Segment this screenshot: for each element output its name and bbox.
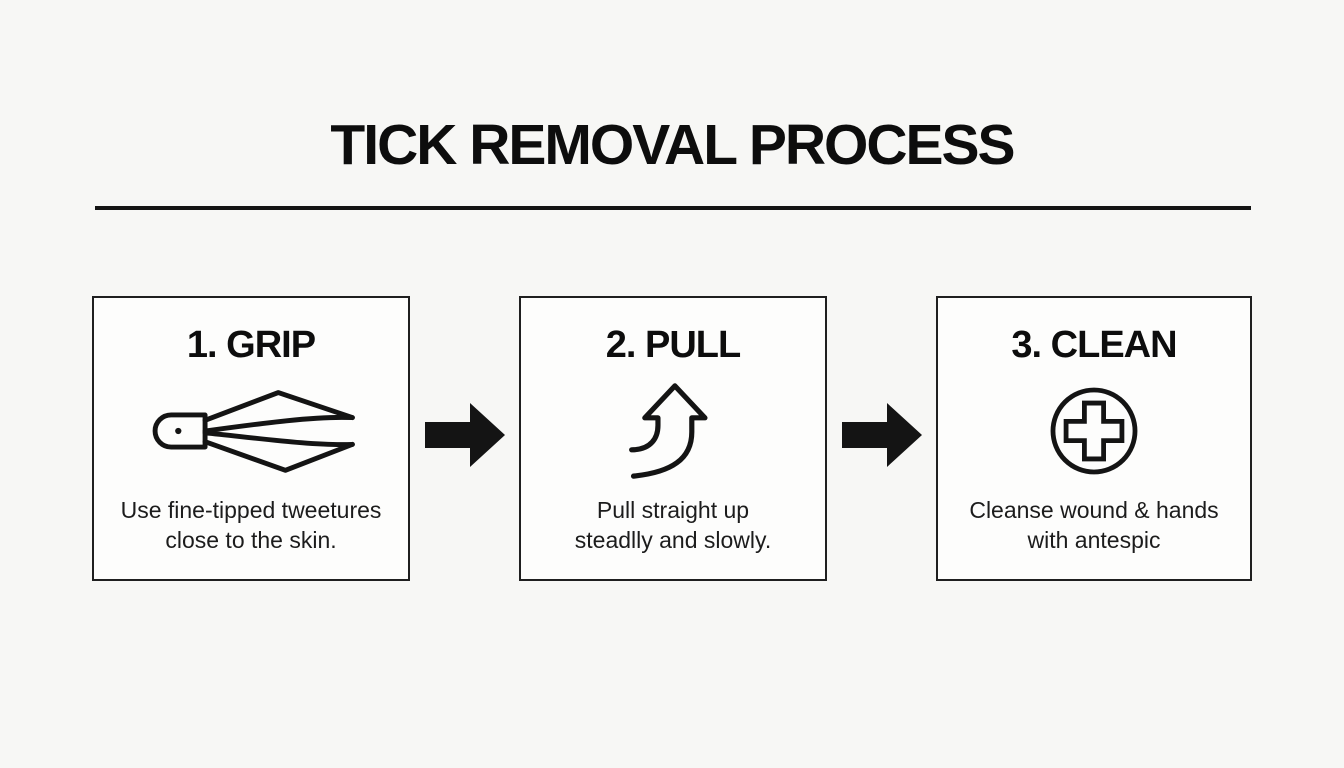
step-card-clean: 3. CLEAN Cleanse wound & hands with ante… [936, 296, 1252, 581]
step-card-grip: 1. GRIP Use fine-tipped tweetures close … [92, 296, 410, 581]
step-heading: 1. GRIP [186, 324, 316, 366]
title-underline [95, 206, 1251, 210]
step-heading: 2. PULL [605, 324, 741, 366]
step-description: Cleanse wound & hands with antespic [969, 495, 1218, 555]
description-line: Use fine-tipped tweetures [120, 497, 382, 523]
description-line: with antespic [1027, 527, 1161, 553]
step-card-pull: 2. PULL Pull straight up steadlly and sl… [519, 296, 827, 581]
step-description: Pull straight up steadlly and slowly. [575, 495, 771, 555]
curved-up-arrow-icon [531, 367, 815, 495]
arrow-right-icon [842, 403, 922, 472]
description-line: Cleanse wound & hands [969, 497, 1219, 523]
description-line: steadlly and slowly. [574, 527, 772, 553]
step-heading: 3. CLEAN [1011, 324, 1177, 366]
description-line: close to the skin. [165, 527, 337, 553]
step-description: Use fine-tipped tweetures close to the s… [121, 495, 382, 555]
arrow-right-icon [425, 403, 505, 472]
description-line: Pull straight up [596, 497, 750, 523]
medical-cross-icon [948, 367, 1240, 495]
tweezers-icon [104, 367, 398, 495]
page-title: TICK REMOVAL PROCESS [330, 113, 1015, 177]
